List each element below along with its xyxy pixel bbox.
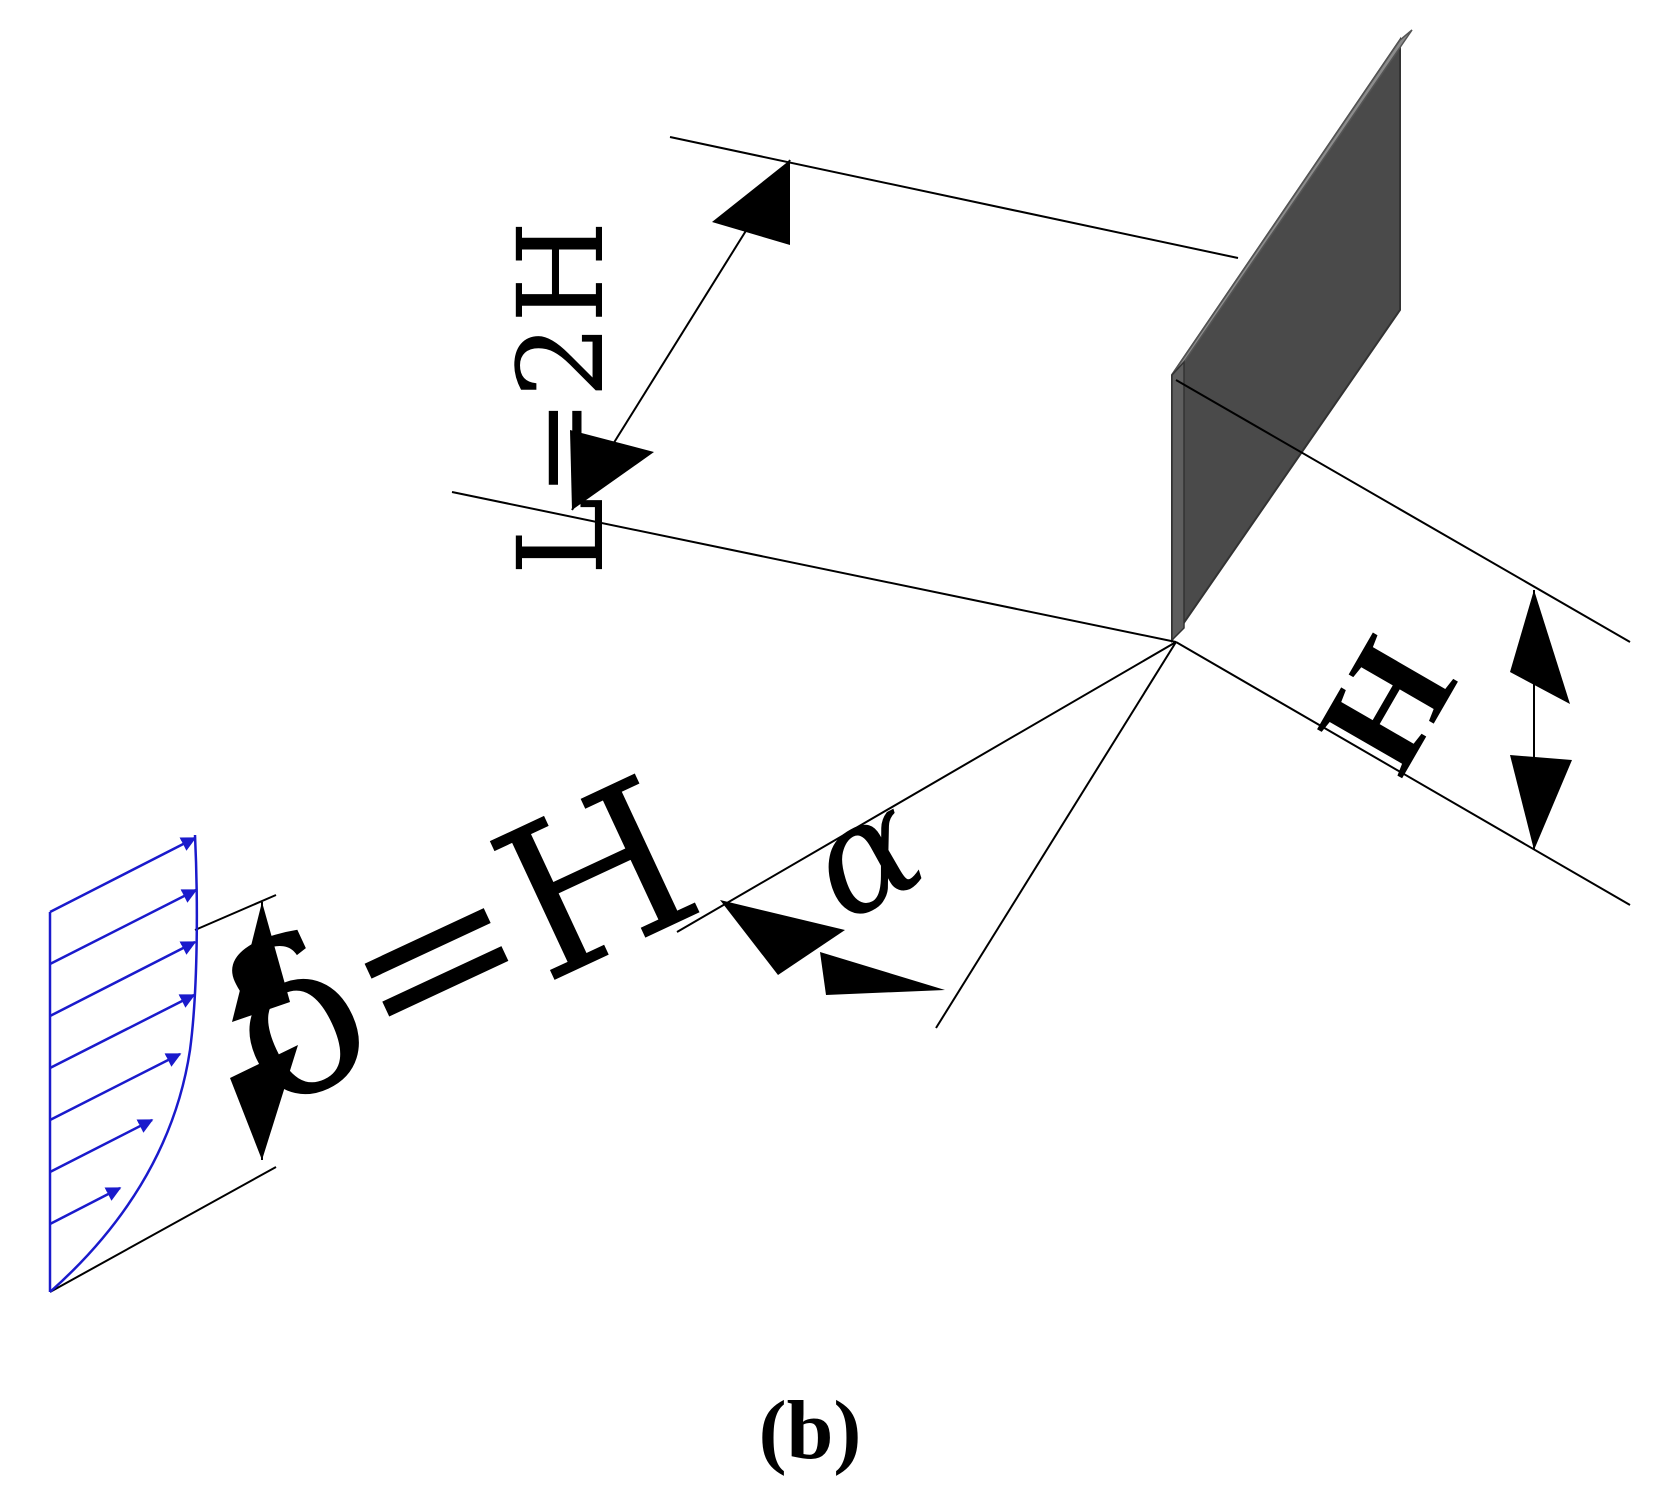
height-label: H bbox=[1286, 613, 1488, 797]
barrier-plate bbox=[1171, 29, 1413, 644]
length-arrow-down-icon bbox=[570, 430, 654, 510]
angle-ray-left bbox=[676, 641, 1177, 933]
boundary-layer-label: δ=H bbox=[188, 731, 732, 1158]
profile-curve bbox=[49, 834, 199, 1293]
delta-arrow-down-icon bbox=[230, 1045, 298, 1160]
height-extension-top bbox=[1175, 379, 1631, 643]
length-arrow-up-icon bbox=[712, 160, 790, 245]
profile-arrow-6 bbox=[49, 1118, 154, 1174]
angle-arrow-left-icon bbox=[720, 900, 845, 975]
figure-caption: (b) bbox=[759, 1384, 862, 1477]
profile-arrow-4 bbox=[49, 993, 196, 1070]
delta-extension-bottom bbox=[49, 1166, 277, 1293]
delta-extension-top bbox=[194, 894, 277, 931]
height-arrow-up-icon bbox=[1510, 590, 1570, 704]
length-label: L=2H bbox=[492, 220, 630, 575]
profile-arrow-2 bbox=[49, 888, 198, 966]
profile-arrow-7 bbox=[49, 1186, 122, 1226]
velocity-profile bbox=[48, 834, 199, 1293]
angle-ray-right bbox=[935, 641, 1177, 1029]
length-extension-bottom bbox=[451, 491, 1177, 643]
profile-arrow-3 bbox=[49, 940, 197, 1018]
height-arrow-down-icon bbox=[1510, 755, 1572, 850]
height-extension-bottom bbox=[1175, 641, 1631, 906]
plate-side-face bbox=[1171, 360, 1185, 642]
delta-arrow-up-icon bbox=[232, 902, 290, 1022]
profile-arrow-5 bbox=[49, 1052, 182, 1122]
dimension-arrowheads bbox=[230, 160, 1572, 1160]
profile-arrow-1 bbox=[49, 836, 197, 914]
angle-arrow-right-icon bbox=[820, 952, 945, 995]
length-extension-top bbox=[669, 136, 1239, 259]
plate-front-face bbox=[1171, 36, 1401, 644]
